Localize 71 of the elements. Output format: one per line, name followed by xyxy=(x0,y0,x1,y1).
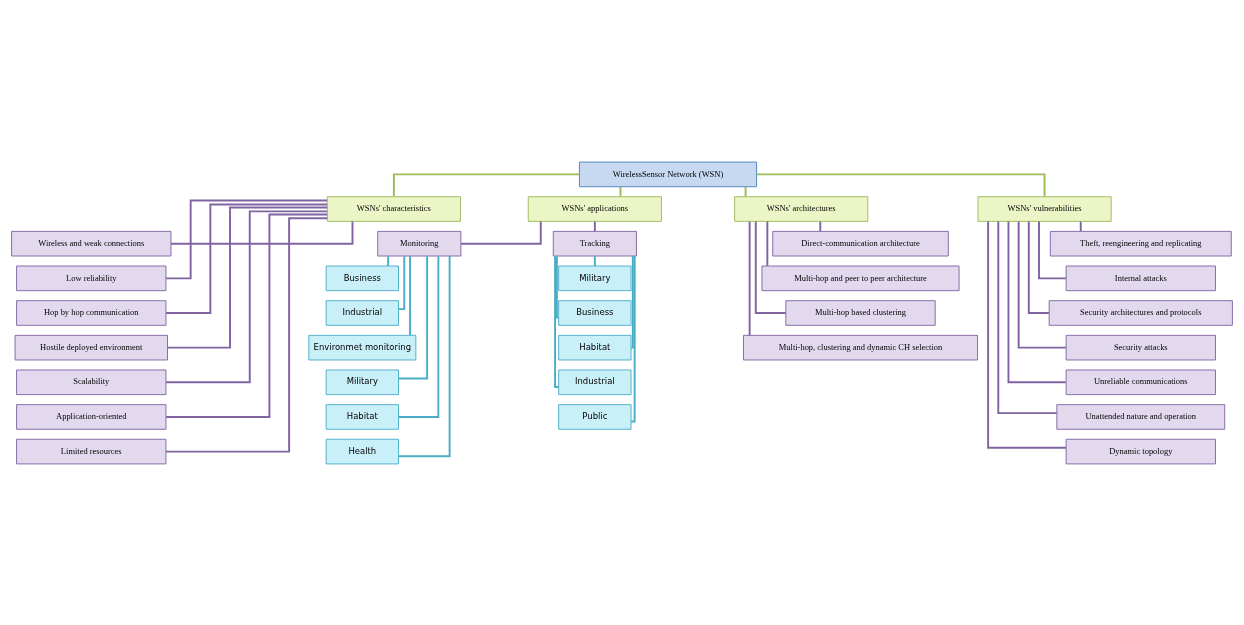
connector xyxy=(165,212,329,418)
connector xyxy=(1038,219,1067,279)
connector xyxy=(165,199,329,279)
connector xyxy=(387,254,390,267)
node-box: Dynamic topology xyxy=(1065,438,1216,464)
connector xyxy=(748,220,751,336)
node-box: WirelessSensor Network (WSN) xyxy=(579,161,757,187)
node-box: Multi-hop, clustering and dynamic CH selection xyxy=(743,334,978,360)
connector xyxy=(744,185,747,198)
node-box: Hostile deployed environment xyxy=(14,334,168,360)
node-box: Limited resources xyxy=(16,438,167,464)
node-box: Business xyxy=(558,299,632,326)
connector xyxy=(987,220,1067,449)
node-box: Industrial xyxy=(558,369,632,395)
node-box: Direct-communication architecture xyxy=(772,230,949,256)
node-box: Multi-hop and peer to peer architecture xyxy=(761,265,960,291)
connector xyxy=(165,202,329,314)
connector xyxy=(1007,220,1067,383)
node-box: Unattended nature and operation xyxy=(1056,403,1226,430)
node-box: Multi-hop based clustering xyxy=(785,299,936,326)
connector xyxy=(554,254,560,388)
node-box: Security architectures and protocols xyxy=(1048,299,1233,326)
connector xyxy=(1079,220,1082,232)
node-box: Application-oriented xyxy=(16,403,167,430)
connector xyxy=(630,254,636,423)
node-box: Business xyxy=(325,265,399,291)
node-box: Health xyxy=(325,438,399,464)
connector xyxy=(165,209,329,383)
node-box: Habitat xyxy=(325,403,399,430)
node-box: Internal attacks xyxy=(1065,265,1216,291)
connector xyxy=(397,254,451,457)
node-box: Military xyxy=(325,369,399,395)
connector xyxy=(397,254,429,379)
connector xyxy=(754,219,787,314)
connector xyxy=(997,220,1058,414)
connector xyxy=(170,220,354,245)
connector xyxy=(630,254,634,349)
connector xyxy=(1027,219,1051,314)
connector xyxy=(593,254,596,267)
connector xyxy=(409,254,412,336)
node-box: Wireless and weak connections xyxy=(11,230,172,256)
node-box: Scalability xyxy=(16,369,167,395)
connector xyxy=(397,254,406,310)
connector xyxy=(593,220,596,232)
connector xyxy=(766,219,769,267)
node-box: Monitoring xyxy=(377,230,462,256)
node-box: Security attacks xyxy=(1065,334,1216,360)
connector xyxy=(755,172,1046,197)
node-box: WSNs' architectures xyxy=(734,195,869,222)
node-box: Habitat xyxy=(558,334,632,360)
node-box: Tracking xyxy=(552,230,637,256)
connector xyxy=(460,220,542,245)
node-box: WSNs' vulnerabilities xyxy=(977,195,1112,222)
connector xyxy=(619,185,622,198)
node-box: Public xyxy=(558,403,632,430)
connector xyxy=(819,220,822,232)
node-box: Industrial xyxy=(325,299,399,326)
connector xyxy=(555,254,560,319)
node-box: Theft, reengineering and replicating xyxy=(1049,230,1232,256)
node-box: WSNs' applications xyxy=(527,195,662,222)
node-box: Hop by hop communication xyxy=(16,299,167,326)
connector xyxy=(397,254,440,418)
connector xyxy=(392,172,581,197)
node-box: Unreliable communications xyxy=(1065,369,1216,395)
connector xyxy=(166,206,329,349)
connector xyxy=(165,216,329,453)
node-box: Low reliability xyxy=(16,265,167,291)
node-box: Military xyxy=(558,265,632,291)
node-box: Environmet monitoring xyxy=(308,334,417,360)
connector xyxy=(1017,220,1067,349)
node-box: WSNs' characteristics xyxy=(326,195,461,222)
